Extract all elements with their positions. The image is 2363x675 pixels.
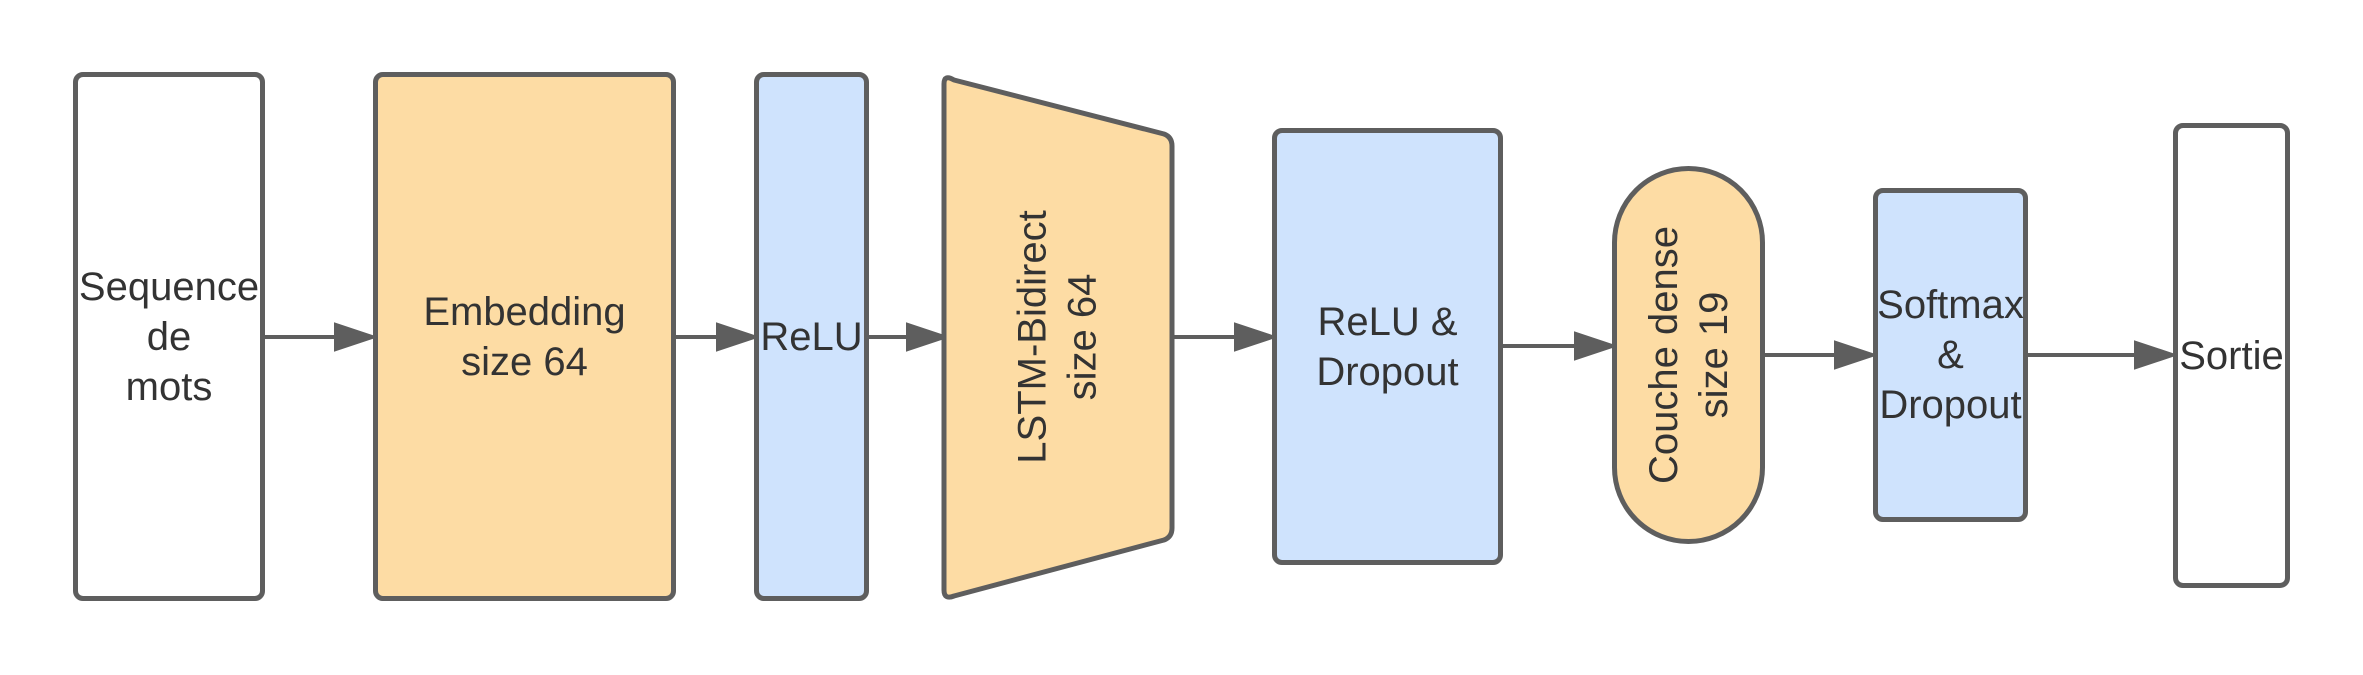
node-softmax-dropout-line-1: Softmax [1877, 283, 2024, 327]
node-input-line-1: Sequence [78, 264, 260, 309]
edge-lstm-to-relu-dropout [1172, 322, 1279, 352]
node-relu-line-1: ReLU [760, 314, 863, 359]
node-relu: ReLU [754, 72, 869, 601]
node-softmax-dropout-line-2: & [1937, 333, 1964, 377]
edge-input-to-embedding [265, 322, 379, 352]
edge-embedding-to-relu [675, 322, 761, 352]
node-lstm-line-2: size 64 [1061, 273, 1106, 400]
edge-dense-to-softmax-dropout [1764, 340, 1879, 370]
node-output-line-1: Sortie [2179, 333, 2284, 378]
edge-relu-dropout-to-dense [1502, 331, 1619, 361]
node-embedding: Embedding size 64 [373, 72, 676, 601]
node-input-line-3: mots [125, 364, 213, 409]
edge-relu-to-lstm [868, 322, 951, 352]
node-relu-dropout-line-2: Dropout [1316, 349, 1459, 394]
node-softmax-dropout-line-3: Dropout [1879, 383, 2022, 427]
node-output: Sortie [2173, 123, 2290, 588]
node-dense: Couche dense size 19 [1612, 166, 1765, 544]
node-relu-dropout-line-1: ReLU & [1317, 299, 1458, 344]
edge-softmax-dropout-to-output [2027, 340, 2179, 370]
node-relu-dropout: ReLU & Dropout [1272, 128, 1503, 565]
node-embedding-line-1: Embedding [423, 289, 626, 334]
node-lstm: LSTM-Bidirect size 64 [944, 72, 1172, 601]
node-softmax-dropout: Softmax & Dropout [1873, 188, 2028, 522]
node-lstm-line-1: LSTM-Bidirect [1011, 209, 1056, 464]
node-dense-line-1: Couche dense [1641, 226, 1686, 484]
node-input: Sequence de mots [73, 72, 265, 601]
node-dense-line-2: size 19 [1691, 291, 1736, 419]
node-input-line-2: de [146, 314, 192, 359]
node-embedding-line-2: size 64 [461, 339, 588, 384]
